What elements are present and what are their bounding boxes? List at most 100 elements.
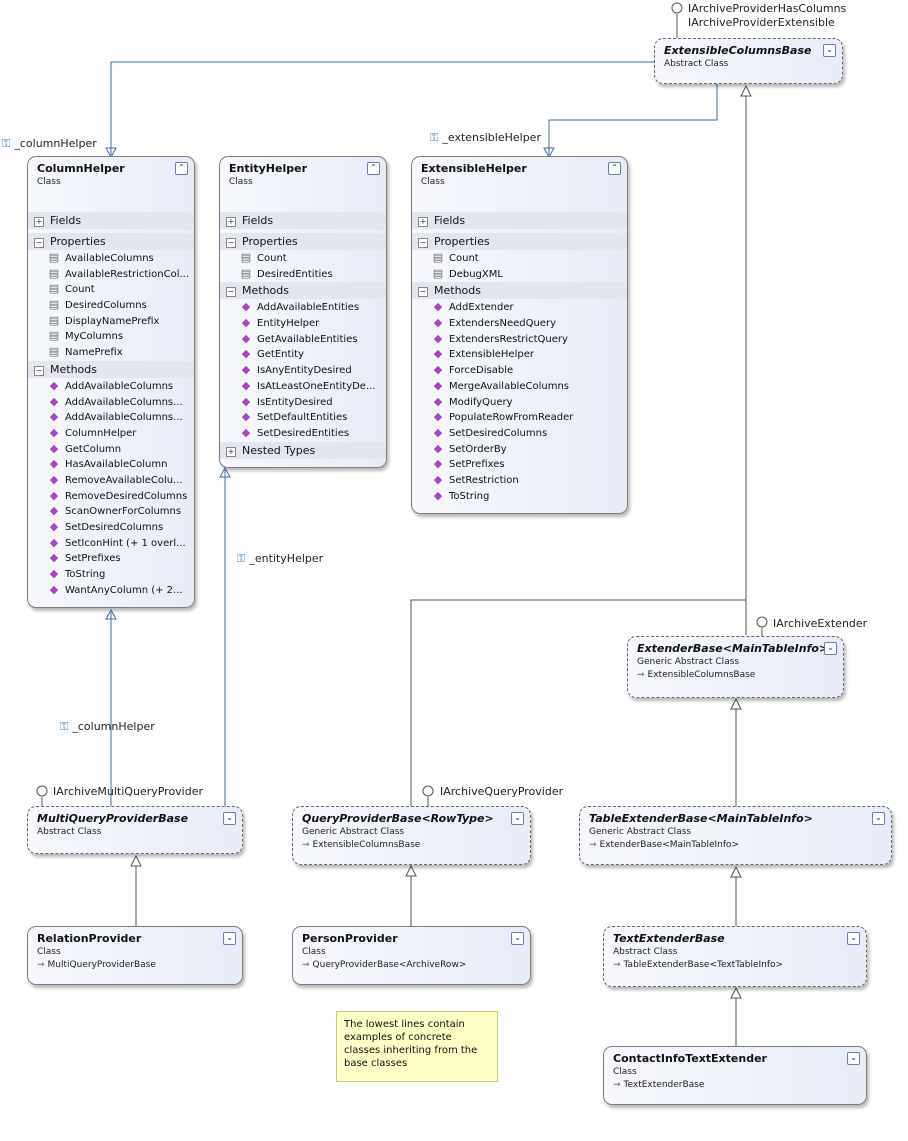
section-properties[interactable]: −Properties — [220, 233, 386, 250]
section-fields[interactable]: +Fields — [412, 212, 627, 229]
method-item[interactable]: ◆SetRestriction — [412, 472, 627, 488]
field-assoc-icon: ⚿ — [2, 137, 11, 150]
method-item[interactable]: ◆SetPrefixes — [412, 456, 627, 472]
method-item[interactable]: ◆SetPrefixes — [28, 550, 194, 566]
interface-label: IArchiveMultiQueryProvider — [53, 785, 204, 798]
method-item[interactable]: ◆AddAvailableColumns... — [28, 394, 194, 410]
class-stereotype: Abstract Class — [37, 827, 102, 837]
class-extensible-columns-base[interactable]: ExtensibleColumnsBase Abstract Class ⌄ — [654, 38, 843, 84]
minus-icon: − — [34, 365, 44, 376]
method-item[interactable]: ◆RemoveAvailableColu... — [28, 472, 194, 488]
method-item[interactable]: ◆IsAtLeastOneEntityDe... — [220, 378, 386, 394]
method-item[interactable]: ◆ModifyQuery — [412, 394, 627, 410]
class-text-extender-base[interactable]: TextExtenderBase Abstract Class ⇾TableEx… — [603, 926, 867, 987]
method-item[interactable]: ◆ExtendersRestrictQuery — [412, 331, 627, 347]
property-item[interactable]: ▤DisplayNamePrefix — [28, 313, 194, 329]
method-item[interactable]: ◆ToString — [28, 566, 194, 582]
class-table-extender-base[interactable]: TableExtenderBase<MainTableInfo> Generic… — [579, 806, 892, 865]
method-item[interactable]: ◆AddAvailableColumns — [28, 378, 194, 394]
property-item[interactable]: ▤DebugXML — [412, 266, 627, 282]
member-name: ScanOwnerForColumns — [65, 506, 182, 518]
method-item[interactable]: ◆SetIconHint (+ 1 overl... — [28, 535, 194, 551]
section-nested-types[interactable]: +Nested Types — [220, 441, 386, 459]
class-relation-provider[interactable]: RelationProvider Class ⇾MultiQueryProvid… — [27, 926, 243, 985]
expand-icon[interactable]: ⌃ — [175, 162, 188, 175]
method-item[interactable]: ◆ExtensibleHelper — [412, 346, 627, 362]
method-item[interactable]: ◆EntityHelper — [220, 315, 386, 331]
base-class: ⇾QueryProviderBase<ArchiveRow> — [302, 960, 467, 970]
interface-label: IArchiveQueryProvider — [440, 785, 564, 798]
class-extender-base[interactable]: ExtenderBase<MainTableInfo> Generic Abst… — [627, 636, 844, 698]
base-class: ⇾TextExtenderBase — [613, 1080, 705, 1090]
expand-icon[interactable]: ⌃ — [367, 162, 380, 175]
inherits-arrow-icon: ⇾ — [613, 1080, 621, 1090]
method-item[interactable]: ◆GetEntity — [220, 346, 386, 362]
section-properties[interactable]: −Properties — [28, 233, 194, 250]
inherit-qpb-ecb — [410, 599, 746, 808]
method-item[interactable]: ◆IsEntityDesired — [220, 394, 386, 410]
method-icon: ◆ — [433, 363, 443, 377]
property-item[interactable]: ▤DesiredColumns — [28, 297, 194, 313]
method-item[interactable]: ◆RemoveDesiredColumns — [28, 488, 194, 504]
property-item[interactable]: ▤AvailableColumns — [28, 250, 194, 266]
method-item[interactable]: ◆AddAvailableEntities — [220, 299, 386, 315]
method-item[interactable]: ◆ColumnHelper — [28, 425, 194, 441]
base-class: ⇾MultiQueryProviderBase — [37, 960, 156, 970]
class-contact-info-text-extender[interactable]: ContactInfoTextExtender Class ⇾TextExten… — [603, 1046, 867, 1105]
property-item[interactable]: ▤MyColumns — [28, 328, 194, 344]
method-item[interactable]: ◆AddAvailableColumns... — [28, 409, 194, 425]
property-item[interactable]: ▤AvailableRestrictionCol... — [28, 266, 194, 282]
section-methods[interactable]: −Methods — [220, 282, 386, 300]
collapse-icon[interactable]: ⌄ — [824, 642, 837, 655]
method-item[interactable]: ◆SetDesiredEntities — [220, 425, 386, 441]
property-item[interactable]: ▤DesiredEntities — [220, 266, 386, 282]
collapse-icon[interactable]: ⌄ — [847, 932, 860, 945]
assoc-arrowhead — [105, 147, 117, 159]
method-item[interactable]: ◆WantAnyColumn (+ 2... — [28, 582, 194, 598]
expand-icon[interactable]: ⌃ — [608, 162, 621, 175]
member-name: Count — [257, 253, 287, 264]
method-item[interactable]: ◆GetAvailableEntities — [220, 331, 386, 347]
section-fields[interactable]: +Fields — [220, 212, 386, 229]
method-item[interactable]: ◆ScanOwnerForColumns — [28, 503, 194, 519]
section-methods[interactable]: −Methods — [412, 282, 627, 300]
member-name: MyColumns — [65, 331, 124, 343]
collapse-icon[interactable]: ⌄ — [223, 812, 236, 825]
collapse-icon[interactable]: ⌄ — [223, 932, 236, 945]
method-item[interactable]: ◆ExtendersNeedQuery — [412, 315, 627, 331]
method-item[interactable]: ◆ToString — [412, 488, 627, 504]
method-item[interactable]: ◆SetDefaultEntities — [220, 409, 386, 425]
collapse-icon[interactable]: ⌄ — [823, 44, 836, 57]
collapse-icon[interactable]: ⌄ — [511, 932, 524, 945]
member-name: ModifyQuery — [449, 396, 513, 408]
collapse-icon[interactable]: ⌄ — [872, 812, 885, 825]
member-name: HasAvailableColumn — [65, 459, 168, 471]
method-item[interactable]: ◆ForceDisable — [412, 362, 627, 378]
minus-icon: − — [34, 238, 44, 248]
section-methods[interactable]: −Methods — [28, 360, 194, 378]
class-column-helper[interactable]: ColumnHelper Class ⌃ +Fields −Properties… — [27, 156, 195, 608]
class-query-provider-base[interactable]: QueryProviderBase<RowType> Generic Abstr… — [292, 806, 531, 865]
section-properties[interactable]: −Properties — [412, 233, 627, 250]
method-icon: ◆ — [241, 300, 251, 314]
collapse-icon[interactable]: ⌄ — [847, 1052, 860, 1065]
method-item[interactable]: ◆HasAvailableColumn — [28, 456, 194, 472]
method-item[interactable]: ◆IsAnyEntityDesired — [220, 362, 386, 378]
property-item[interactable]: ▤Count — [220, 250, 386, 266]
class-multi-query-provider-base[interactable]: MultiQueryProviderBase Abstract Class ⌄ — [27, 806, 243, 854]
method-item[interactable]: ◆SetDesiredColumns — [412, 425, 627, 441]
collapse-icon[interactable]: ⌄ — [511, 812, 524, 825]
property-item[interactable]: ▤Count — [28, 281, 194, 297]
method-item[interactable]: ◆MergeAvailableColumns — [412, 378, 627, 394]
section-fields[interactable]: +Fields — [28, 212, 194, 229]
method-item[interactable]: ◆GetColumn — [28, 441, 194, 457]
method-item[interactable]: ◆AddExtender — [412, 299, 627, 315]
property-item[interactable]: ▤Count — [412, 250, 627, 266]
method-item[interactable]: ◆SetDesiredColumns — [28, 519, 194, 535]
method-item[interactable]: ◆PopulateRowFromReader — [412, 409, 627, 425]
class-person-provider[interactable]: PersonProvider Class ⇾QueryProviderBase<… — [292, 926, 531, 985]
method-item[interactable]: ◆SetOrderBy — [412, 441, 627, 457]
class-extensible-helper[interactable]: ExtensibleHelper Class ⌃ +Fields −Proper… — [411, 156, 628, 514]
class-entity-helper[interactable]: EntityHelper Class ⌃ +Fields −Properties… — [219, 156, 387, 468]
property-item[interactable]: ▤NamePrefix — [28, 344, 194, 360]
